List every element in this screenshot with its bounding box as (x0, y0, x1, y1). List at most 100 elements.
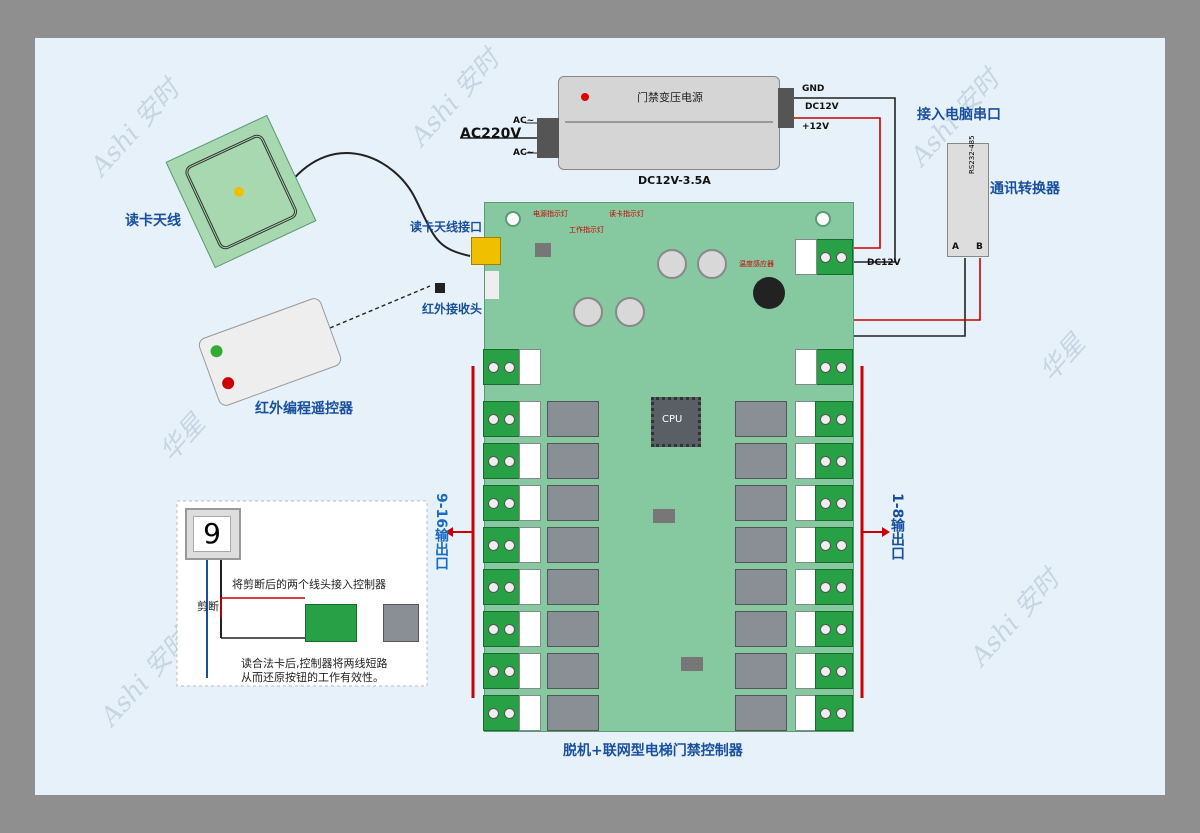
terminal-screw (488, 582, 499, 593)
gnd-label: GND (802, 84, 825, 94)
output-terminal-left (483, 443, 521, 479)
terminal-screw (820, 708, 831, 719)
terminal-screw (820, 540, 831, 551)
output-terminal-right (815, 443, 853, 479)
output-terminal-right (815, 569, 853, 605)
output-terminal-right (815, 653, 853, 689)
converter-label: 通讯转换器 (990, 181, 1060, 197)
output-label-right (795, 527, 817, 563)
psu-right-terminal (778, 88, 794, 128)
power-supply-label: 门禁变压电源 (637, 91, 703, 104)
chip (653, 509, 675, 523)
relay-left (547, 485, 599, 521)
input-terminal (483, 349, 521, 385)
terminal-screw (836, 666, 847, 677)
output-label-right (795, 443, 817, 479)
terminal-screw (836, 456, 847, 467)
terminal-screw (504, 624, 515, 635)
output-terminal-right (815, 527, 853, 563)
power-terminal-label (795, 239, 817, 275)
output-terminal-left (483, 527, 521, 563)
output-label-right (795, 653, 817, 689)
output-label-left (519, 611, 541, 647)
converter-device: RS232-485 A B (947, 135, 989, 257)
pin-a: A (952, 242, 959, 252)
output-terminal-left (483, 485, 521, 521)
terminal-screw (836, 582, 847, 593)
psu-left-terminal (537, 118, 559, 158)
buzzer (753, 277, 785, 309)
terminal-screw (504, 498, 515, 509)
power-in-label: DC12V (867, 258, 901, 268)
output-label-right (795, 695, 817, 731)
relay-right (735, 443, 787, 479)
relay-right (735, 485, 787, 521)
terminal-screw (504, 414, 515, 425)
power-led (581, 93, 589, 101)
diagram-canvas: Ashi 安时 Ashi 安时 Ashi 安时 Ashi 安时 Ashi 安时 … (35, 38, 1165, 795)
capacitor (697, 249, 727, 279)
outputs-left-label: 9-16输出口 (433, 493, 449, 571)
output-label-left (519, 653, 541, 689)
psu-spec: DC12V-3.5A (638, 174, 711, 187)
output-terminal-left (483, 569, 521, 605)
ac-pin-2: AC~ (513, 148, 535, 158)
wiring (176, 97, 981, 698)
temp-sensor-label: 温度感应器 (739, 260, 774, 268)
output-label-left (519, 485, 541, 521)
output-terminal-left (483, 695, 521, 731)
output-terminal-right (815, 611, 853, 647)
dc-out-label: DC12V (805, 102, 839, 112)
relay-right (735, 401, 787, 437)
output-label-left (519, 569, 541, 605)
capacitor (615, 297, 645, 327)
power-terminal (815, 239, 853, 275)
converter-text: RS232-485 (968, 135, 976, 174)
button-face: 9 (193, 516, 231, 552)
output-label-left (519, 401, 541, 437)
controller-board: 电源指示灯 工作指示灯 读卡指示灯 温度感应器 CPU (471, 202, 854, 732)
terminal-screw (836, 708, 847, 719)
ac-input-label: AC220V (460, 126, 522, 142)
terminal-screw (488, 666, 499, 677)
relay-left (547, 611, 599, 647)
output-terminal-left (483, 653, 521, 689)
terminal-screw (820, 582, 831, 593)
inset-note-2: 读合法卡后,控制器将两线短路 (241, 657, 388, 670)
relay-left (547, 695, 599, 731)
outputs-right-label: 1-8输出口 (889, 493, 905, 561)
ir-port (485, 271, 499, 299)
input-terminal-label (519, 349, 541, 385)
read-indicator-label: 读卡指示灯 (609, 210, 644, 218)
output-terminal-right (815, 485, 853, 521)
terminal-screw (488, 540, 499, 551)
remote-green-key (208, 343, 225, 359)
terminal-screw (820, 456, 831, 467)
output-label-left (519, 527, 541, 563)
output-terminal-right (815, 401, 853, 437)
ir-receiver-label: 红外接收头 (422, 302, 483, 316)
relay-right (735, 695, 787, 731)
mount-hole (505, 211, 521, 227)
terminal-screw (836, 414, 847, 425)
terminal-screw (504, 666, 515, 677)
terminal-screw (820, 498, 831, 509)
relay-left (547, 401, 599, 437)
terminal-screw (504, 456, 515, 467)
output-label-right (795, 401, 817, 437)
antenna-label: 读卡天线 (125, 213, 181, 229)
ir-receiver (435, 283, 445, 293)
plus12-label: +12V (802, 122, 830, 132)
output-label-right (795, 485, 817, 521)
relay-left (547, 443, 599, 479)
power-supply-groove (565, 121, 773, 123)
cut-label: 剪断 (197, 600, 219, 613)
relay-left (547, 653, 599, 689)
terminal-screw (836, 498, 847, 509)
chip (681, 657, 703, 671)
output-label-right (795, 611, 817, 647)
terminal-screw (488, 498, 499, 509)
terminal-screw (488, 456, 499, 467)
chip (535, 243, 551, 257)
output-label-left (519, 443, 541, 479)
